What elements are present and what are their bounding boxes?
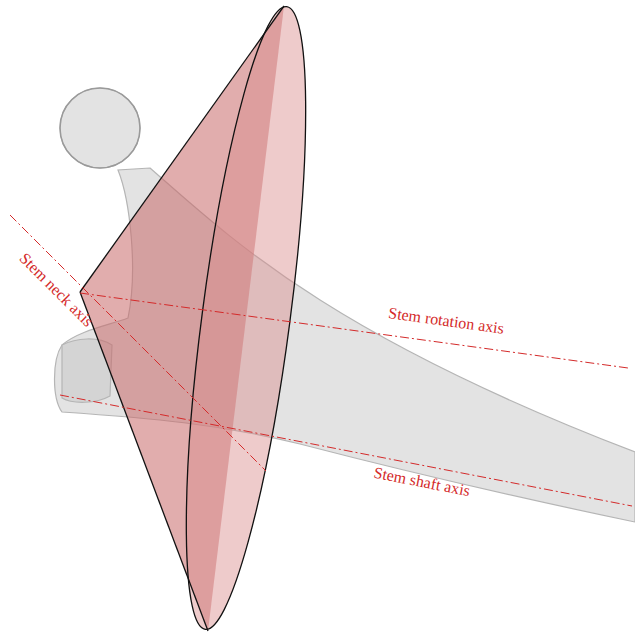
axis-lines — [10, 215, 632, 506]
axis-label: Stem rotation axis — [387, 304, 505, 337]
rotation-cone — [80, 1, 330, 635]
